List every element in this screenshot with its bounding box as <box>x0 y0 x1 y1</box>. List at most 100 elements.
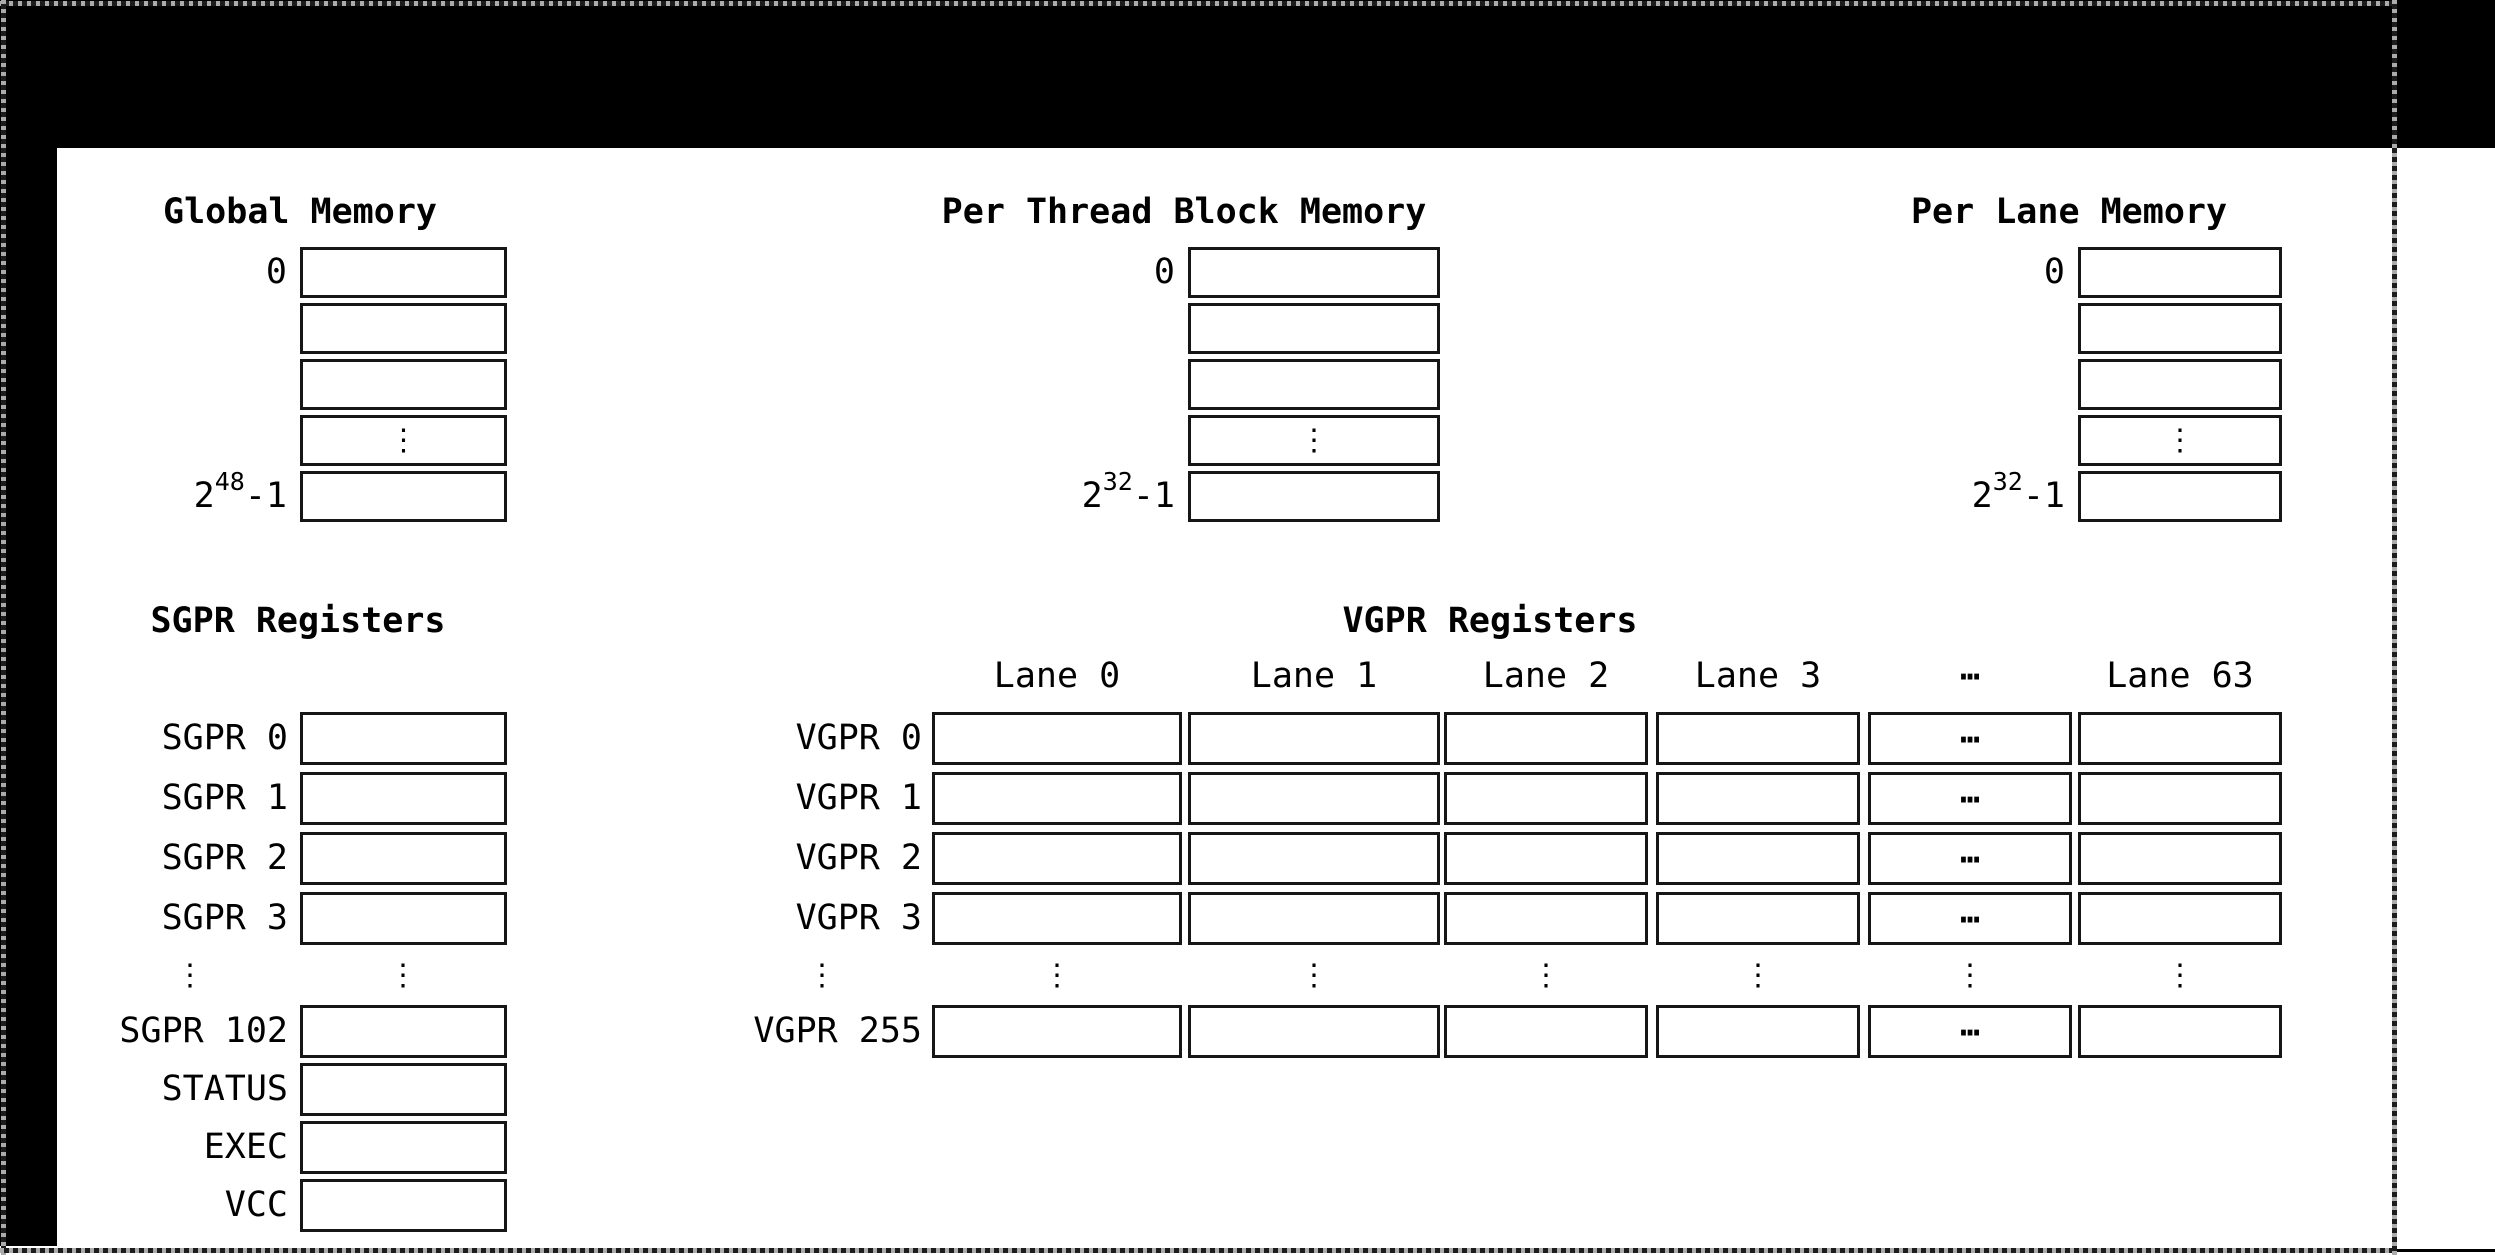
selection-marquee-right-edge <box>2392 0 2397 1255</box>
vgpr-column-vdots: ⋮ <box>1728 950 1788 1002</box>
memory-cell-box <box>300 303 507 354</box>
selection-marquee-top-edge <box>0 1 2396 6</box>
sgpr-box-column-vdots: ⋮ <box>373 950 433 1002</box>
vgpr-register-box-cdots: ⋯ <box>1868 772 2072 825</box>
lane-memory-start-address-label: 0 <box>2043 252 2065 292</box>
lane-header: Lane 2 <box>1482 656 1610 696</box>
vgpr-row-label: VGPR 0 <box>795 718 922 758</box>
sgpr-label-column-vdots: ⋮ <box>160 950 220 1002</box>
sgpr-row-label: SGPR 3 <box>161 898 288 938</box>
sgpr-row-label: SGPR 1 <box>161 778 288 818</box>
sgpr-register-box <box>300 1005 507 1058</box>
memory-cell-box <box>300 359 507 410</box>
vdots-ellipsis: ⋮ <box>1743 958 1773 993</box>
lane-memory-title: Per Lane Memory <box>1910 192 2228 232</box>
vgpr-register-box <box>1444 712 1648 765</box>
sgpr-register-box <box>300 772 507 825</box>
global-memory-start-address-label: 0 <box>265 252 287 292</box>
vdots-ellipsis: ⋮ <box>2165 422 2195 458</box>
sgpr-title: SGPR Registers <box>150 601 446 641</box>
vgpr-register-box <box>1188 712 1440 765</box>
memory-cell-box <box>2078 303 2282 354</box>
selection-marquee-bottom-edge <box>0 1248 2396 1253</box>
selection-marquee-left-edge <box>1 0 6 1255</box>
vdots-ellipsis: ⋮ <box>1531 958 1561 993</box>
cdots-ellipsis: ⋯ <box>1960 899 1980 938</box>
top-black-bar <box>0 0 2495 148</box>
sgpr-row-label: SGPR 102 <box>119 1011 288 1051</box>
vgpr-register-box <box>2078 712 2282 765</box>
sgpr-row-label: EXEC <box>203 1127 288 1167</box>
vgpr-register-box <box>1188 832 1440 885</box>
memory-cell-box: ⋮ <box>300 415 507 466</box>
lane-header: Lane 0 <box>993 656 1121 696</box>
vdots-ellipsis: ⋮ <box>175 958 205 993</box>
vgpr-title: VGPR Registers <box>1342 601 1638 641</box>
vgpr-register-box <box>2078 832 2282 885</box>
cdots-ellipsis: ⋯ <box>1960 1012 1980 1051</box>
vgpr-register-box <box>2078 892 2282 945</box>
memory-cell-box <box>1188 471 1440 522</box>
sgpr-row-label: STATUS <box>161 1069 288 1109</box>
memory-cell-box <box>1188 303 1440 354</box>
vdots-ellipsis: ⋮ <box>2165 958 2195 993</box>
cdots-ellipsis: ⋯ <box>1960 719 1980 758</box>
memory-cell-box <box>300 247 507 298</box>
vgpr-row-label: VGPR 255 <box>753 1011 922 1051</box>
vgpr-row-label: VGPR 1 <box>795 778 922 818</box>
vgpr-register-box <box>1656 892 1860 945</box>
sgpr-register-box <box>300 1179 507 1232</box>
sgpr-row-label: SGPR 2 <box>161 838 288 878</box>
vgpr-register-box <box>932 832 1182 885</box>
thread-block-memory-title: Per Thread Block Memory <box>941 192 1427 232</box>
memory-cell-box: ⋮ <box>1188 415 1440 466</box>
vdots-ellipsis: ⋮ <box>1042 958 1072 993</box>
memory-cell-box <box>1188 247 1440 298</box>
vgpr-row-label: VGPR 2 <box>795 838 922 878</box>
cdots-ellipsis: ⋯ <box>1960 839 1980 878</box>
memory-cell-box <box>300 471 507 522</box>
lane-header-cdots: ⋯ <box>1960 656 1980 695</box>
memory-cell-box <box>2078 247 2282 298</box>
vgpr-register-box <box>1188 1005 1440 1058</box>
vgpr-register-box <box>2078 772 2282 825</box>
vgpr-row-label: VGPR 3 <box>795 898 922 938</box>
memory-cell-box: ⋮ <box>2078 415 2282 466</box>
vgpr-label-column-vdots: ⋮ <box>792 950 852 1002</box>
lane-header: Lane 3 <box>1694 656 1822 696</box>
vgpr-register-box <box>1444 1005 1648 1058</box>
vgpr-column-vdots: ⋮ <box>1516 950 1576 1002</box>
memory-cell-box <box>2078 359 2282 410</box>
vgpr-column-vdots: ⋮ <box>2150 950 2210 1002</box>
lane-header: Lane 1 <box>1250 656 1378 696</box>
thread-block-memory-start-address-label: 0 <box>1153 252 1175 292</box>
thread-block-memory-end-address-label: 232-1 <box>1081 467 1175 516</box>
memory-cell-box <box>1188 359 1440 410</box>
vdots-ellipsis: ⋮ <box>1299 958 1329 993</box>
sgpr-register-box <box>300 1063 507 1116</box>
vgpr-column-vdots: ⋮ <box>1027 950 1087 1002</box>
vgpr-register-box <box>1444 772 1648 825</box>
vdots-ellipsis: ⋮ <box>1299 422 1329 458</box>
sgpr-row-label: VCC <box>224 1185 288 1225</box>
global-memory-title: Global Memory <box>163 192 437 232</box>
lane-memory-end-address-label: 232-1 <box>1971 467 2065 516</box>
vgpr-register-box-cdots: ⋯ <box>1868 892 2072 945</box>
vgpr-register-box <box>1188 772 1440 825</box>
vdots-ellipsis: ⋮ <box>388 422 419 458</box>
vgpr-register-box <box>1188 892 1440 945</box>
sgpr-register-box <box>300 892 507 945</box>
vdots-ellipsis: ⋮ <box>388 958 418 993</box>
left-black-strip <box>0 148 57 1246</box>
vgpr-register-box-cdots: ⋯ <box>1868 832 2072 885</box>
vgpr-register-box <box>1444 892 1648 945</box>
memory-cell-box <box>2078 471 2282 522</box>
vdots-ellipsis: ⋮ <box>807 958 837 993</box>
vgpr-register-box <box>1656 712 1860 765</box>
vgpr-register-box <box>932 892 1182 945</box>
vgpr-column-vdots: ⋮ <box>1284 950 1344 1002</box>
vgpr-register-box <box>932 772 1182 825</box>
vgpr-column-vdots: ⋮ <box>1940 950 2000 1002</box>
sgpr-row-label: SGPR 0 <box>161 718 288 758</box>
